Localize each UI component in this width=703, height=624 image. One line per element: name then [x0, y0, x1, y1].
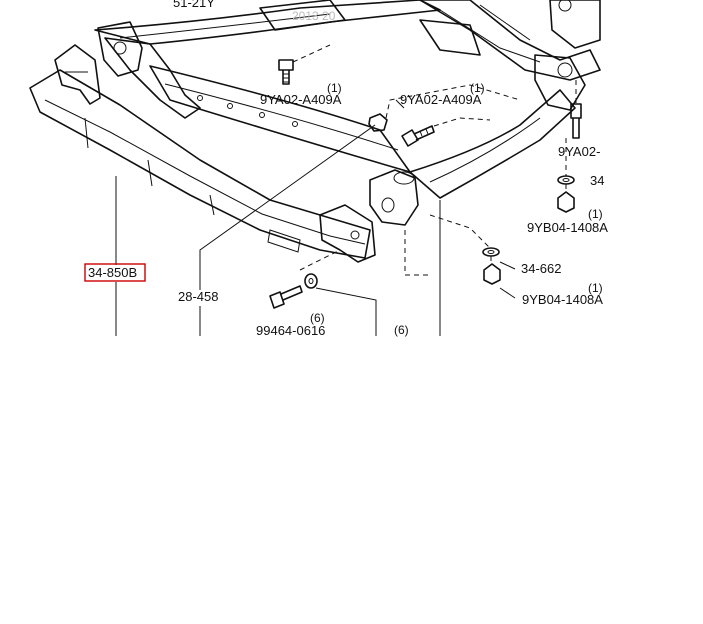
nut-upper-center-icon [368, 113, 388, 132]
bolt-9YA02-A409A-center-icon [278, 59, 294, 85]
label-99464-0616: 99464-0616 [256, 323, 325, 338]
qty-9YA02-A409A-right: (1) [470, 81, 485, 95]
qty-9YA02-A409A-center: (1) [327, 81, 342, 95]
label-9YB04-1408A-upper: 9YB04-1408A [527, 220, 608, 235]
label-9YB04-1408A-lower: 9YB04-1408A [522, 292, 603, 307]
label-9YA02-A409A-center: 9YA02-A409A [260, 92, 342, 107]
label-28-458: 28-458 [178, 289, 218, 304]
bolt-9YA02-right-icon [570, 103, 582, 139]
front-member-34-850B [29, 44, 376, 263]
highlight-box-34-850B [84, 263, 146, 282]
label-34-850B[interactable]: 34-850B [88, 265, 137, 280]
qty-9YB04-1408A-lower: (1) [588, 281, 603, 295]
qty-9YB04-1408A-upper: (1) [588, 207, 603, 221]
watermark-text: 2013 20 [292, 9, 336, 23]
subframe-assembly [94, 0, 601, 226]
label-9YA02-far-right: 9YA02- [558, 144, 600, 159]
washer-right-upper-icon [557, 175, 575, 185]
leader-lines [115, 99, 516, 336]
qty-99464-0616: (6) [310, 311, 325, 325]
washer-lower-icon [304, 273, 318, 289]
install-guide-lines [292, 44, 577, 276]
label-9YA02-A409A-right: 9YA02-A409A [400, 92, 482, 107]
nut-9YB04-1408A-lower-icon [483, 263, 501, 285]
qty-lower-washer: (6) [394, 323, 409, 337]
label-34-right-upper: 34 [590, 173, 604, 188]
label-51-21Y: 51-21Y [173, 0, 215, 10]
nut-9YB04-1408A-upper-icon [557, 191, 575, 213]
washer-34-662-icon [482, 247, 500, 257]
label-34-662: 34-662 [521, 261, 561, 276]
bolt-9YA02-A409A-right-icon [401, 125, 435, 147]
bolt-99464-0616-icon [269, 285, 303, 309]
